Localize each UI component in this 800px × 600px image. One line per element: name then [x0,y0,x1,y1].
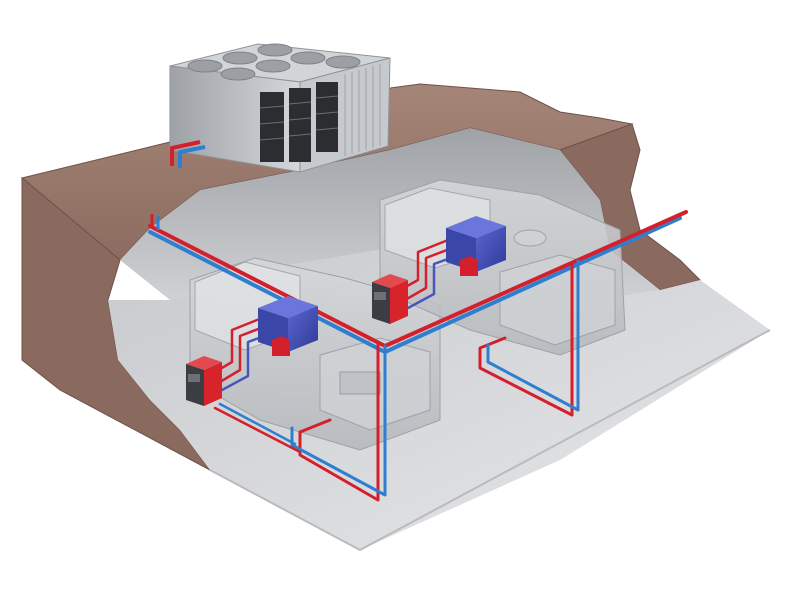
fan-icon [326,56,360,68]
chiller-left-valve [272,336,290,356]
tcu-right-display [374,292,386,300]
grille-panel [289,88,311,162]
fan-icon [256,60,290,72]
fan-icon [221,68,255,80]
tcu-left-display [188,374,200,382]
fan-icon [188,60,222,72]
cooler-grilles [260,82,338,162]
temp-control-unit-right [372,274,408,324]
fan-icon [223,52,257,64]
machine-right-nozzle [514,230,546,246]
fan-icon [291,52,325,64]
tcu-left-front [186,364,204,406]
chiller-right-valve [460,256,478,276]
tcu-right-front [372,282,390,324]
grille-panel [316,82,338,152]
fan-icon [258,44,292,56]
temp-control-unit-left [186,356,222,406]
machine-left-panel [340,372,380,394]
grille-panel [260,92,284,162]
rooftop-dry-cooler [170,44,390,172]
